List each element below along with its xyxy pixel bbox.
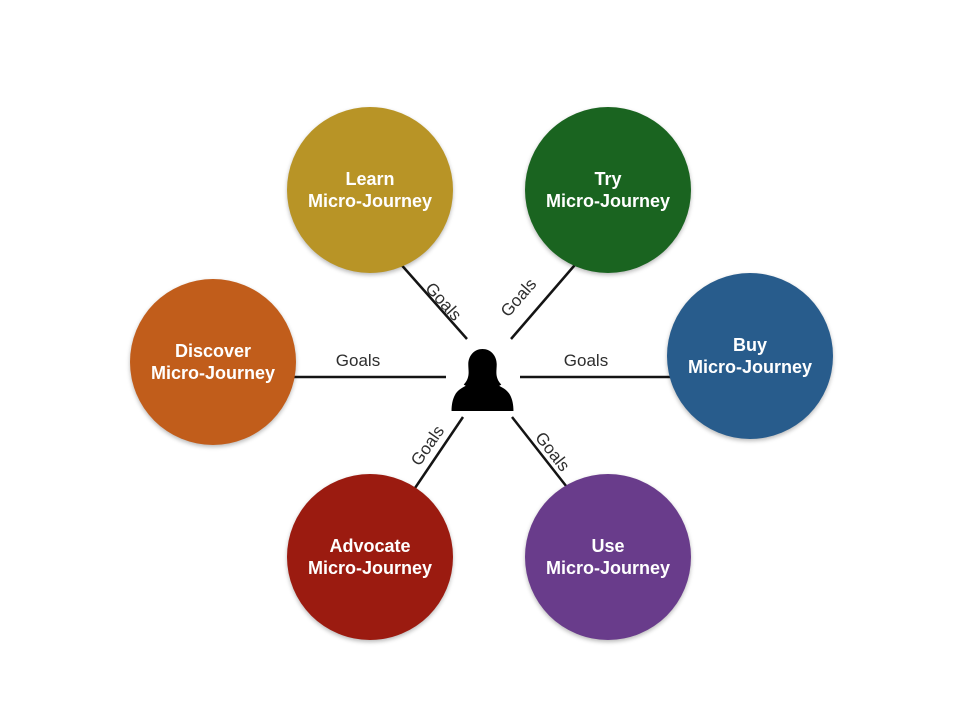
node-learn: Learn Micro-Journey [287, 107, 453, 273]
goals-label-use: Goals [531, 428, 574, 476]
node-label-line2: Micro-Journey [307, 558, 433, 578]
person-silhouette-path [451, 349, 514, 411]
node-label-line2: Micro-Journey [150, 363, 276, 383]
goals-label-discover: Goals [335, 351, 381, 370]
customer-center [449, 348, 516, 413]
goals-label-advocate: Goals [407, 422, 449, 470]
node-label-line2: Micro-Journey [687, 357, 813, 377]
node-label-line2: Micro-Journey [545, 191, 671, 211]
node-buy: Buy Micro-Journey [667, 273, 833, 439]
goals-label-buy: Goals [563, 351, 609, 370]
node-label-line1: Discover [174, 340, 252, 361]
node-label-line1: Try [594, 168, 622, 189]
node-try: Try Micro-Journey [525, 107, 691, 273]
node-discover: Discover Micro-Journey [130, 279, 296, 445]
person-icon [451, 349, 514, 411]
goals-label-learn: Goals [421, 278, 466, 325]
node-label-line2: Micro-Journey [545, 558, 671, 578]
goals-label-try: Goals [496, 274, 541, 321]
node-label-line1: Use [591, 535, 625, 556]
node-label-line1: Buy [732, 334, 767, 355]
node-label-line2: Micro-Journey [307, 191, 433, 211]
node-label-line1: Learn [345, 168, 395, 189]
node-label-line1: Advocate [329, 535, 411, 556]
node-advocate: Advocate Micro-Journey [287, 474, 453, 640]
node-use: Use Micro-Journey [525, 474, 691, 640]
